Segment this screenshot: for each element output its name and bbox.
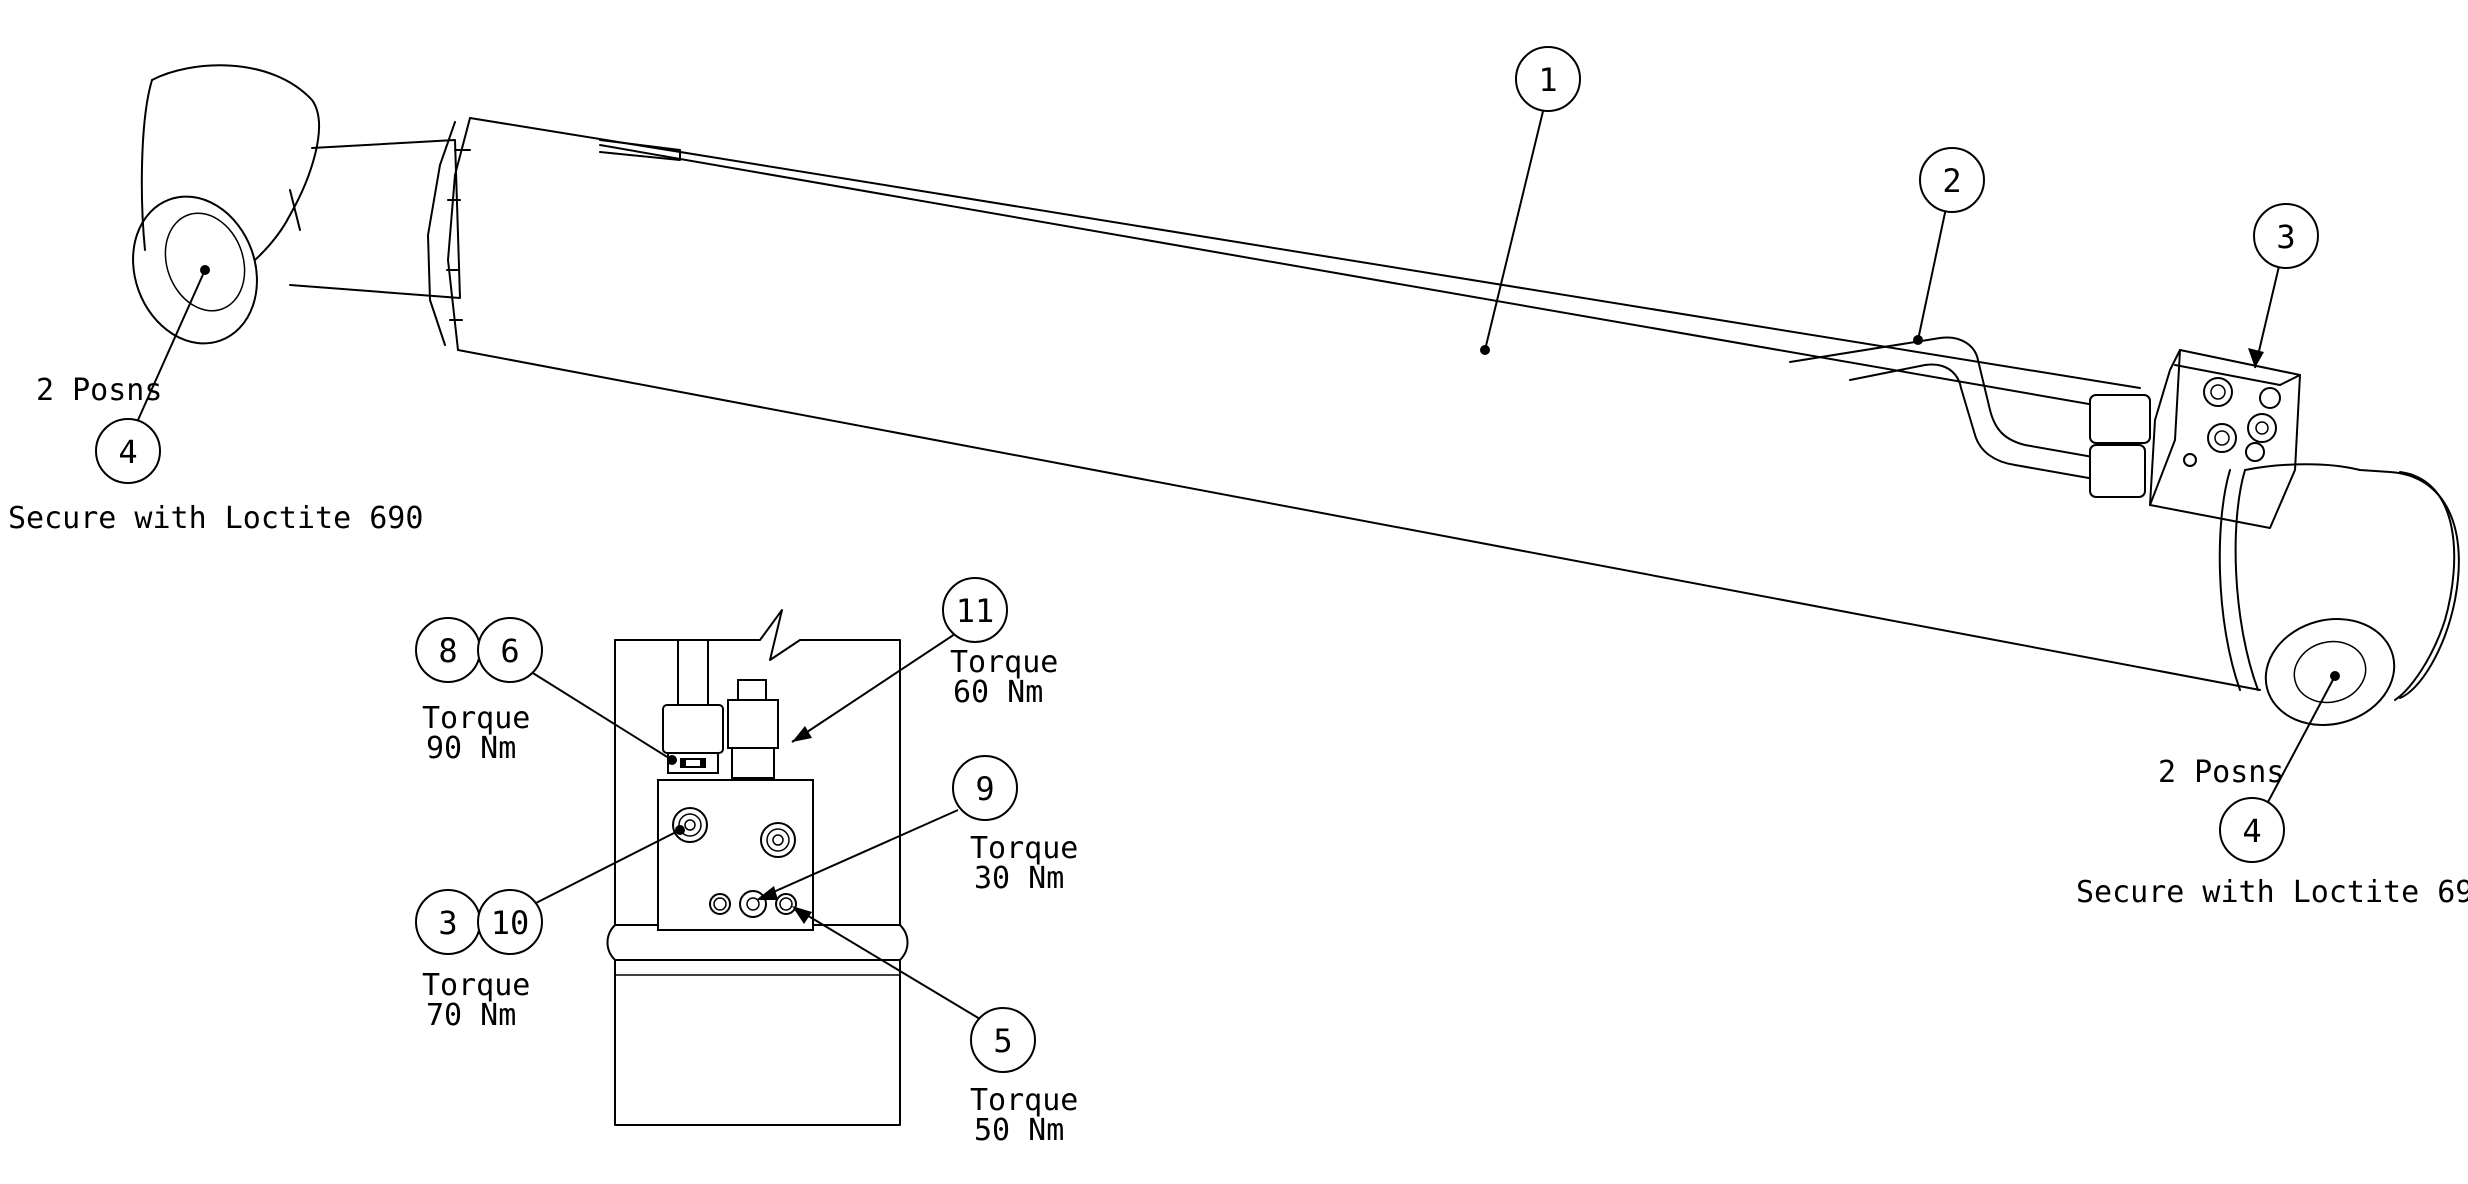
cylinder-main-view: 1 2 3 4 2 Posns Secure with Loctite 690 [8,46,2468,910]
torque-note-5-value: 50 Nm [974,1113,1064,1148]
torque-note-8-6-word: Torque [422,701,530,736]
callout-4-left: 4 2 Posns Secure with Loctite 690 [8,265,423,536]
callout-4-right: 4 2 Posns Secure with Loctite 690 [2076,671,2468,910]
rod-end-eye-left [132,64,320,345]
cylinder-barrel [457,117,2261,691]
balloon-2 [1919,147,1985,213]
torque-note-9-word: Torque [970,831,1078,866]
secure-note-right: Secure with Loctite 690 [2076,875,2468,910]
torque-note-5-word: Torque [970,1083,1078,1118]
balloon-9-label: 9 [975,770,994,808]
callout-11: 11 Torque 60 Nm [791,577,1058,743]
balloon-11 [942,577,1008,643]
valve-block-detail-view: 8 6 Torque 90 Nm 11 Torque 60 Nm 9 Torqu… [415,577,1078,1148]
balloon-11-label: 11 [956,592,995,630]
callout-8-6: 8 6 Torque 90 Nm [415,617,677,766]
torque-note-9-value: 30 Nm [974,861,1064,896]
balloon-4-right-label: 4 [2242,812,2261,850]
balloon-5-label: 5 [993,1022,1012,1060]
piston-rod [289,139,461,299]
balloon-10 [477,889,543,955]
balloon-3-detail-label: 3 [438,904,457,942]
balloon-1-label: 1 [1538,61,1557,99]
balloon-1 [1515,46,1581,112]
balloon-6-label: 6 [500,632,519,670]
base-end-eye-right [2244,463,2460,726]
balloon-4-left-label: 4 [118,433,137,471]
gland-ring [427,117,471,351]
callout-5: 5 Torque 50 Nm [792,906,1078,1148]
balloon-6 [477,617,543,683]
secure-note-left: Secure with Loctite 690 [8,501,423,536]
balloon-8-label: 8 [438,632,457,670]
qty-note-right: 2 Posns [2158,755,2284,790]
balloon-10-label: 10 [491,904,530,942]
hydraulic-tube [1789,336,2111,481]
callout-9: 9 Torque 30 Nm [756,755,1078,900]
torque-note-8-6-value: 90 Nm [426,731,516,766]
balloon-5 [970,1007,1036,1073]
balloon-4-right [2219,797,2285,863]
balloon-2-label: 2 [1942,162,1961,200]
callout-2: 2 [1913,147,1985,345]
valve-block-main [2089,349,2301,529]
qty-note-left: 2 Posns [36,373,162,408]
balloon-3-label: 3 [2276,218,2295,256]
torque-note-3-10-word: Torque [422,968,530,1003]
callout-1: 1 [1480,46,1581,355]
callout-3: 3 [2248,203,2319,369]
torque-note-11-value: 60 Nm [953,675,1043,710]
balloon-3 [2253,203,2319,269]
balloon-9 [952,755,1018,821]
callout-3-10: 3 10 Torque 70 Nm [415,825,685,1033]
torque-note-3-10-value: 70 Nm [426,998,516,1033]
torque-note-11-word: Torque [950,645,1058,680]
balloon-4-left [95,418,161,484]
